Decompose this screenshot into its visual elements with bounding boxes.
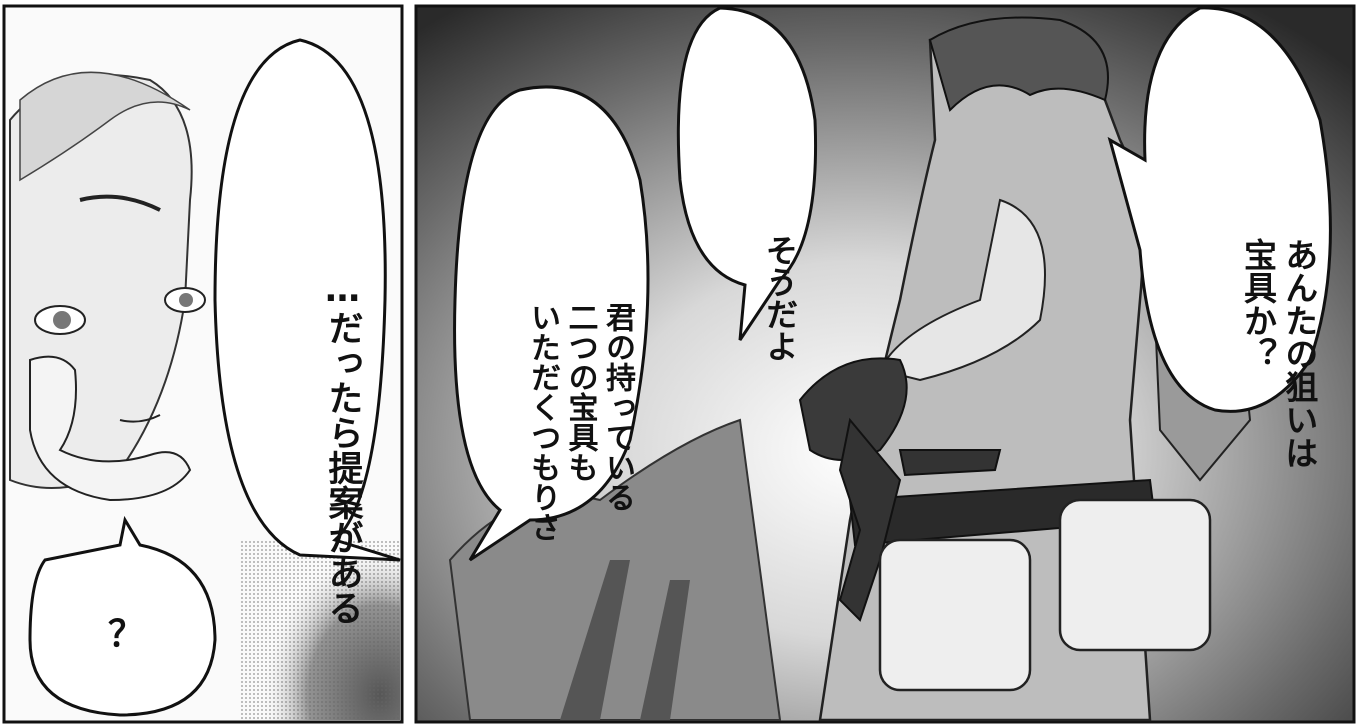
character-hand — [29, 355, 192, 502]
speech-bubble-thats-right-shape — [676, 6, 818, 341]
speech-bubble-offer-shape — [213, 38, 401, 562]
bubble-line: …だったら提案がある — [322, 270, 363, 625]
speech-bubble-question: ？ — [108, 605, 144, 657]
pouch — [878, 538, 1032, 692]
speech-bubble-offer: …だったら提案がある — [276, 110, 407, 625]
speech-bubble-treasure-question: あんたの狙いは 宝具か？ — [1196, 82, 1361, 469]
speech-bubble-take-both-shape — [453, 85, 650, 562]
speech-bubble-thats-right: そうだよ — [720, 82, 840, 362]
sword-hilt — [838, 417, 902, 622]
left-panel — [2, 4, 404, 724]
bubble-line: あんたの狙いは — [1279, 238, 1319, 469]
pouch — [1058, 498, 1212, 652]
bubble-line: ？ — [108, 614, 145, 655]
bubble-line: 君の持っている — [600, 302, 635, 512]
speech-bubble-treasure-question-shape — [1107, 6, 1332, 413]
bubble-line: 宝具か？ — [1238, 238, 1278, 370]
main-character-hair — [928, 16, 1109, 112]
right-panel — [414, 4, 1356, 724]
bubble-line: いただくつもりさ — [525, 302, 560, 542]
speech-bubble-question-shape — [28, 515, 217, 717]
bubble-line: そうだよ — [761, 234, 799, 362]
speech-bubble-take-both: 君の持っている 二つの宝具も いただくつもりさ — [486, 162, 674, 542]
bubble-line: 二つの宝具も — [562, 302, 598, 482]
